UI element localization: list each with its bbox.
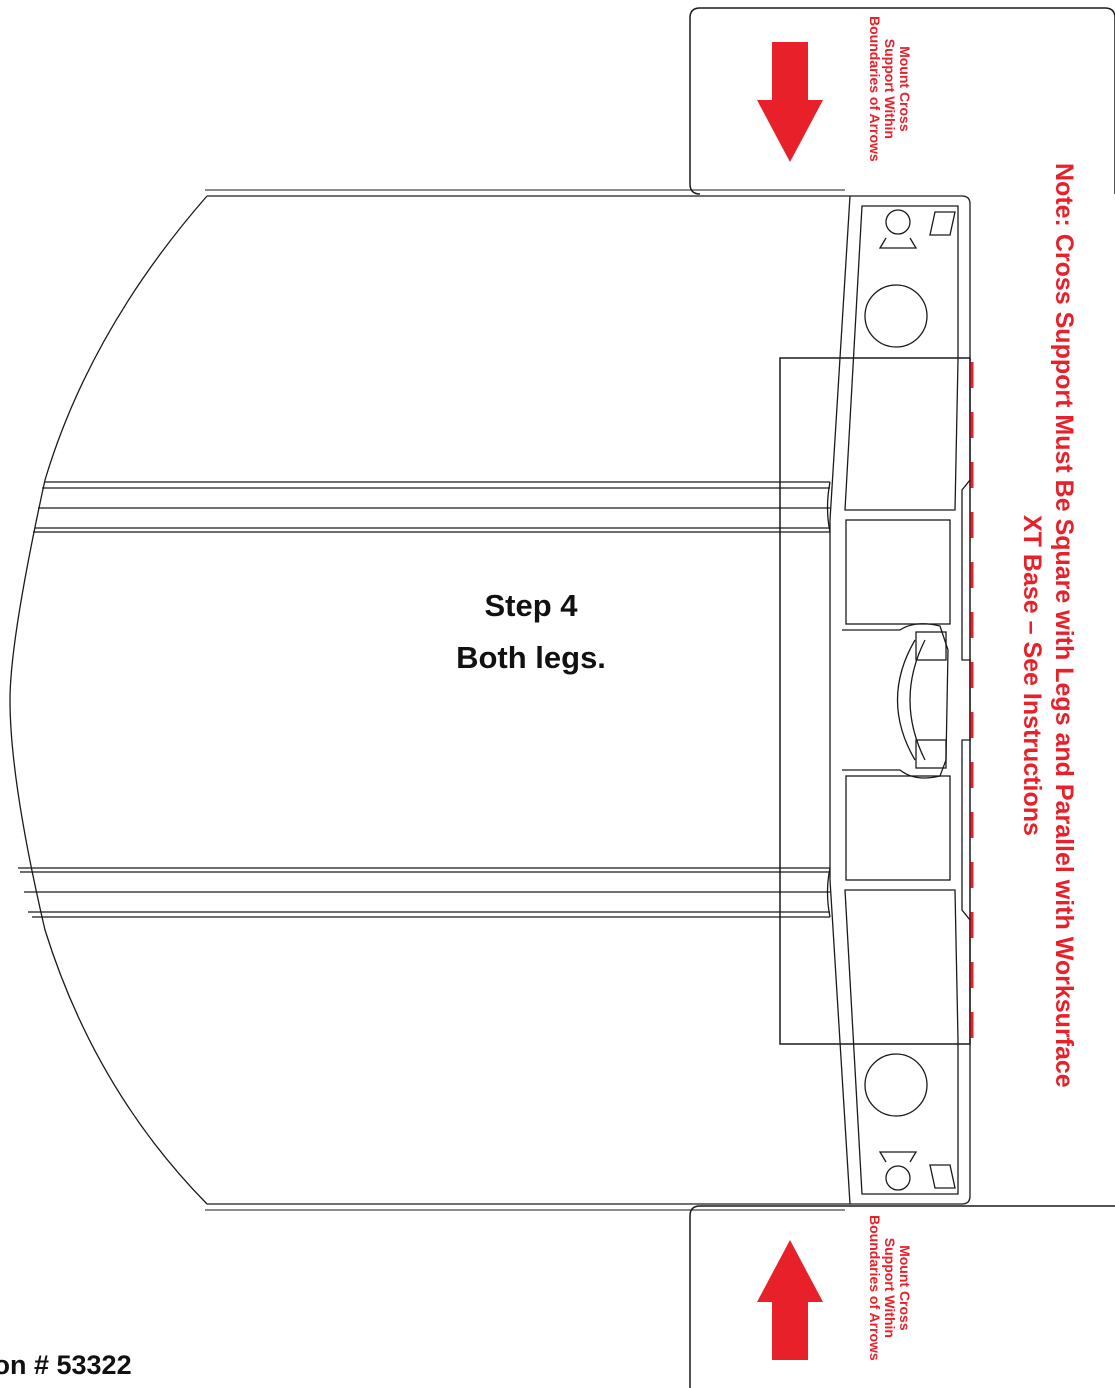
top-tab-line-3: Boundaries of Arrows: [867, 16, 883, 162]
note-line-1: Note: Cross Support Must Be Square with …: [1050, 163, 1078, 1088]
base-outline-inner: [205, 189, 845, 1211]
top-tab-text: Mount Cross Support Within Boundaries of…: [867, 16, 913, 162]
up-arrow-icon: [757, 1240, 823, 1360]
lower-channel: [18, 867, 831, 918]
footer-section-number: ction # 53322: [0, 1346, 260, 1388]
top-tab-line-1: Mount Cross: [897, 46, 913, 132]
note-line-2: XT Base – See Instructions: [1018, 515, 1046, 836]
base-outline: [9, 195, 850, 1205]
step-title: Step 4: [484, 588, 578, 623]
bottom-mount-tab: [689, 1205, 1115, 1388]
top-tab-line-2: Support Within: [882, 38, 898, 139]
bottom-tab-line-2: Support Within: [882, 1237, 898, 1338]
upper-channel: [33, 481, 831, 533]
bottom-tab-line-1: Mount Cross: [897, 1245, 913, 1331]
down-arrow-icon: [757, 42, 823, 162]
step-subtitle: Both legs.: [456, 640, 606, 675]
cross-support-outline: [779, 357, 971, 1045]
end-cap-profile: [829, 195, 971, 1205]
bottom-tab-text: Mount Cross Support Within Boundaries of…: [867, 1215, 913, 1361]
bottom-tab-line-3: Boundaries of Arrows: [867, 1215, 883, 1361]
footer-text: ction # 53322: [0, 1350, 132, 1380]
